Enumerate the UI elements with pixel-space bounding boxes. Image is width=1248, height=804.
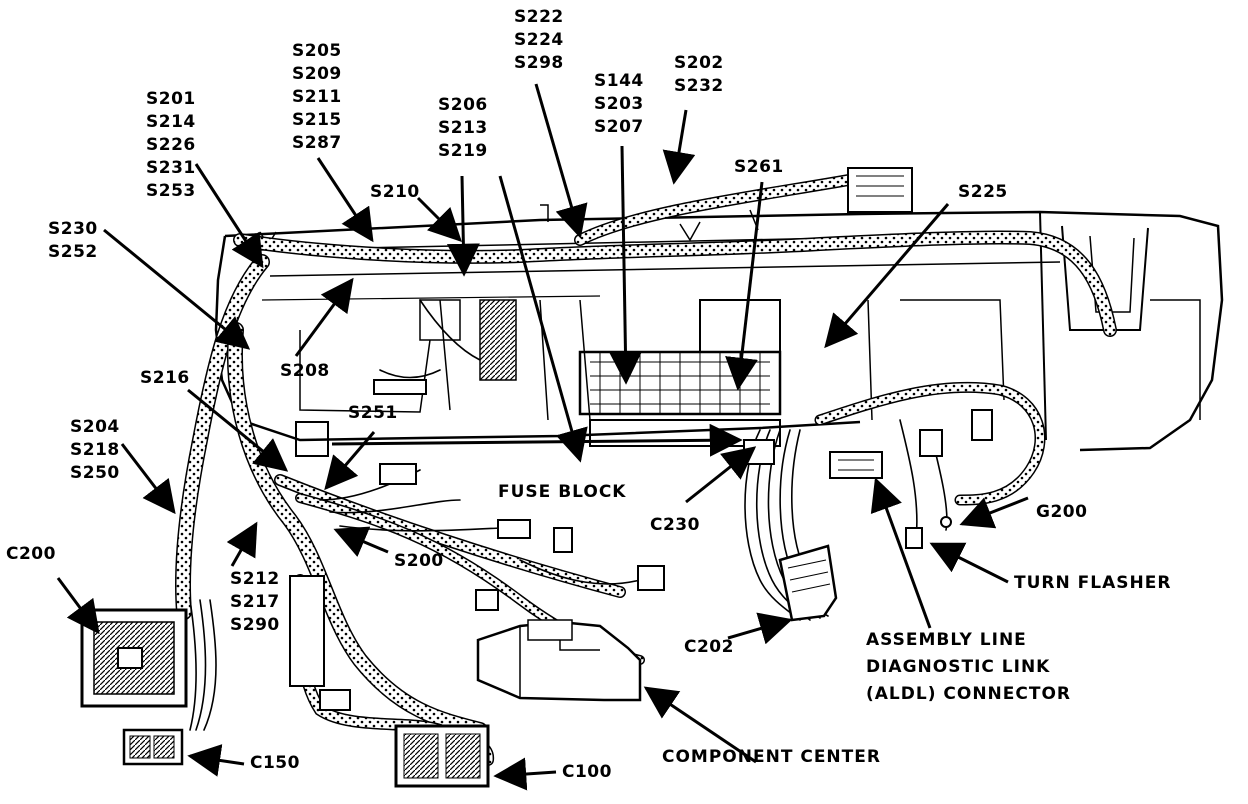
splice-label: S218 <box>70 440 120 460</box>
aldl-line: DIAGNOSTIC LINK <box>866 657 1051 677</box>
aldl-connector-label: ASSEMBLY LINE DIAGNOSTIC LINK (ALDL) CON… <box>866 627 1071 708</box>
splice-label: S224 <box>514 30 564 50</box>
connectors <box>80 167 993 788</box>
splice-s208-label: S208 <box>280 361 330 381</box>
splice-s251-label: S251 <box>348 403 398 423</box>
splice-label: S209 <box>292 64 342 84</box>
c150-connector <box>122 728 184 766</box>
splice-label: S202 <box>674 53 724 73</box>
splice-label: S298 <box>514 53 564 73</box>
splice-label: S206 <box>438 95 488 115</box>
splice-label: S211 <box>292 87 342 107</box>
splice-s210-label: S210 <box>370 182 420 202</box>
splice-label: S290 <box>230 615 280 635</box>
splice-label: S201 <box>146 89 196 109</box>
splice-label: S222 <box>514 7 564 27</box>
turn-flasher-label: TURN FLASHER <box>1014 573 1172 593</box>
splice-group-s144: S144 S203 S207 <box>594 70 644 139</box>
splice-label: S144 <box>594 71 644 91</box>
connector-c230-label: C230 <box>650 515 700 535</box>
component-center-label: COMPONENT CENTER <box>662 747 881 767</box>
splice-group-s206: S206 S213 S219 <box>438 94 488 163</box>
splice-label: S207 <box>594 117 644 137</box>
splice-group-s222: S222 S224 S298 <box>514 6 564 75</box>
splice-label: S203 <box>594 94 644 114</box>
splice-label: S230 <box>48 219 98 239</box>
splice-label: S204 <box>70 417 120 437</box>
splice-group-s202: S202 S232 <box>674 52 724 98</box>
splice-label: S217 <box>230 592 280 612</box>
ground-g200-label: G200 <box>1036 502 1088 522</box>
splice-group-s201: S201 S214 S226 S231 S253 <box>146 88 196 203</box>
splice-group-s205: S205 S209 S211 S215 S287 <box>292 40 342 155</box>
splice-group-s204: S204 S218 S250 <box>70 416 120 485</box>
splice-label: S253 <box>146 181 196 201</box>
aldl-line: ASSEMBLY LINE <box>866 630 1027 650</box>
fuse-block-label: FUSE BLOCK <box>498 482 627 502</box>
splice-label: S215 <box>292 110 342 130</box>
splice-label: S214 <box>146 112 196 132</box>
upper-connector <box>847 167 913 213</box>
splice-label: S213 <box>438 118 488 138</box>
callout-arrows <box>56 83 1029 791</box>
splice-label: S232 <box>674 76 724 96</box>
splice-label: S212 <box>230 569 280 589</box>
c200-connector <box>80 608 188 708</box>
aldl-line: (ALDL) CONNECTOR <box>866 684 1072 704</box>
splice-group-s212: S212 S217 S290 <box>230 568 280 637</box>
splice-group-s230: S230 S252 <box>48 218 98 264</box>
connector-c100-label: C100 <box>562 762 612 782</box>
splice-label: S250 <box>70 463 120 483</box>
splice-s216-label: S216 <box>140 368 190 388</box>
connector-c150-label: C150 <box>250 753 300 773</box>
splice-label: S205 <box>292 41 342 61</box>
splice-s261-label: S261 <box>734 157 784 177</box>
connector-c200-label: C200 <box>6 544 56 564</box>
component-center <box>476 619 642 702</box>
c100-connector <box>394 724 490 788</box>
c202-connector <box>778 544 838 622</box>
connector-c202-label: C202 <box>684 637 734 657</box>
splice-label: S219 <box>438 141 488 161</box>
splice-label: S252 <box>48 242 98 262</box>
splice-label: S226 <box>146 135 196 155</box>
splice-s200-label: S200 <box>394 551 444 571</box>
splice-label: S231 <box>146 158 196 178</box>
splice-label: S287 <box>292 133 342 153</box>
splice-s225-label: S225 <box>958 182 1008 202</box>
